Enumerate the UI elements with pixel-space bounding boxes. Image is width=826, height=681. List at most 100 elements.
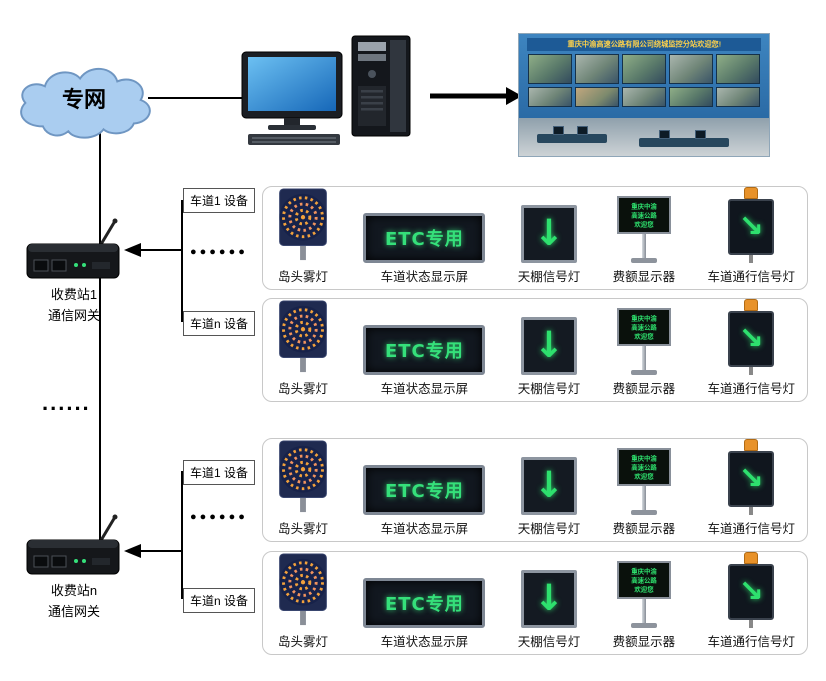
operator-desk (537, 134, 607, 143)
device-label: 费额显示器 (612, 522, 676, 536)
device-lane-status-display: ETC专用 车道状态显示屏 (363, 213, 486, 285)
device-label: 天棚信号灯 (517, 270, 581, 284)
arrowhead-gateway1 (124, 243, 141, 257)
video-wall-screen (716, 87, 760, 107)
fee-display-screen: 重庆中渝 高速公路 欢迎您 (616, 196, 671, 234)
group1-ellipsis: ●●●●●● (190, 246, 248, 258)
fee-line: 重庆中渝 (631, 202, 657, 210)
fee-line: 欢迎您 (634, 332, 654, 340)
gateway-1-name-line2: 通信网关 (47, 308, 100, 323)
video-wall-screen (575, 54, 619, 84)
amber-lamp (744, 187, 759, 199)
amber-lamp (744, 299, 759, 311)
device-label: 岛头雾灯 (277, 635, 328, 649)
device-lane-status-display: ETC专用 车道状态显示屏 (363, 325, 486, 397)
device-label: 车道状态显示屏 (380, 382, 469, 396)
desk-monitor (659, 130, 670, 139)
fee-display-screen: 重庆中渝 高速公路 欢迎您 (616, 448, 671, 486)
fee-line: 高速公路 (631, 211, 657, 219)
fee-line: 欢迎您 (634, 472, 654, 480)
device-label: 天棚信号灯 (517, 382, 581, 396)
etc-display-text: ETC专用 (384, 481, 464, 502)
signal-pole (749, 255, 754, 263)
group1-lane1-label: 车道1 设备 (183, 188, 256, 213)
device-label: 车道通行信号灯 (707, 635, 795, 649)
canopy-signal-icon: ↓ (520, 205, 577, 263)
desk-monitor (695, 130, 706, 139)
fee-line: 高速公路 (631, 576, 657, 584)
equipment-row-1: 岛头雾灯 ETC专用 车道状态显示屏 ↓ 天棚信号灯 重庆中渝 高速公路 欢迎您 (262, 186, 808, 290)
fee-display-pole (641, 234, 646, 258)
private-network-label: 专网 (61, 87, 106, 112)
gateway-n-name-line1: 收费站n (50, 583, 98, 598)
control-room-photo: 重庆中渝高速公路有限公司绕城监控分站欢迎您! (518, 33, 770, 157)
device-label: 车道通行信号灯 (707, 522, 795, 536)
device-fog-light: 岛头雾灯 (275, 552, 331, 650)
device-label: 车道状态显示屏 (380, 522, 469, 536)
device-label: 天棚信号灯 (517, 635, 581, 649)
operator-desk (639, 138, 729, 147)
diagonal-arrow-glyph: ↘ (738, 209, 764, 244)
canopy-signal-icon: ↓ (520, 457, 577, 515)
video-wall-screen (622, 87, 666, 107)
down-arrow-glyph: ↓ (533, 465, 565, 506)
video-wall-screen (528, 87, 572, 107)
device-lane-status-display: ETC专用 车道状态显示屏 (363, 465, 486, 537)
pc-keyboard (248, 134, 340, 145)
fee-display-base (630, 370, 657, 375)
lane-status-display-icon: ETC专用 (363, 465, 486, 515)
video-wall-screen (669, 54, 713, 84)
lane-status-display-icon: ETC专用 (363, 325, 486, 375)
device-label: 费额显示器 (612, 635, 676, 649)
group2-lanen-label: 车道n 设备 (183, 588, 256, 613)
device-fee-display: 重庆中渝 高速公路 欢迎您 费额显示器 (612, 561, 676, 650)
group1-lanen-label: 车道n 设备 (183, 311, 256, 336)
video-wall-screen (575, 87, 619, 107)
device-lane-status-display: ETC专用 车道状态显示屏 (363, 578, 486, 650)
device-label: 岛头雾灯 (277, 270, 328, 284)
diagonal-arrow-glyph: ↘ (738, 574, 764, 609)
signal-pole (749, 620, 754, 628)
group2-ellipsis: ●●●●●● (190, 511, 248, 523)
fog-light-icon (275, 439, 331, 515)
private-network-cloud (20, 67, 151, 139)
gateway-1-device (26, 218, 122, 285)
control-room-banner-text: 重庆中渝高速公路有限公司绕城监控分站欢迎您! (567, 40, 721, 49)
device-lane-pass-signal: ↘ 车道通行信号灯 (707, 552, 795, 650)
equipment-row-2: 岛头雾灯 ETC专用 车道状态显示屏 ↓ 天棚信号灯 重庆中渝 高速公路 欢迎您 (262, 298, 808, 402)
device-label: 费额显示器 (612, 382, 676, 396)
lane-pass-signal-icon: ↘ (728, 299, 775, 375)
fee-display-pole (641, 599, 646, 623)
canopy-signal-icon: ↓ (520, 317, 577, 375)
device-label: 天棚信号灯 (517, 522, 581, 536)
fog-light-icon (275, 187, 331, 263)
device-canopy-signal: ↓ 天棚信号灯 (517, 205, 581, 285)
device-fog-light: 岛头雾灯 (275, 187, 331, 285)
video-wall-screen (716, 54, 760, 84)
fog-light-icon (275, 552, 331, 628)
video-wall-screen (622, 54, 666, 84)
desk-monitor (577, 126, 588, 135)
fee-line: 重庆中渝 (631, 454, 657, 462)
device-label: 车道通行信号灯 (707, 270, 795, 284)
device-fee-display: 重庆中渝 高速公路 欢迎您 费额显示器 (613, 196, 675, 285)
device-label: 岛头雾灯 (277, 382, 328, 396)
video-wall (528, 54, 760, 107)
diagonal-arrow-glyph: ↘ (738, 461, 764, 496)
device-canopy-signal: ↓ 天棚信号灯 (517, 570, 581, 650)
video-wall-screen (669, 87, 713, 107)
video-wall-screen (528, 54, 572, 84)
gateway-1-name-line1: 收费站1 (50, 287, 98, 302)
lane-pass-signal-icon: ↘ (728, 187, 775, 263)
lane-pass-signal-icon: ↘ (728, 552, 775, 628)
arrowhead-gatewayn (124, 544, 141, 558)
workstation-computer (240, 34, 430, 151)
device-label: 车道状态显示屏 (380, 270, 469, 284)
antenna (98, 219, 117, 248)
device-lane-pass-signal: ↘ 车道通行信号灯 (707, 439, 795, 537)
fee-display-icon: 重庆中渝 高速公路 欢迎您 (616, 196, 671, 263)
desk-monitor (553, 126, 564, 135)
amber-lamp (744, 439, 759, 451)
gateway-ellipsis: ...... (42, 390, 91, 415)
